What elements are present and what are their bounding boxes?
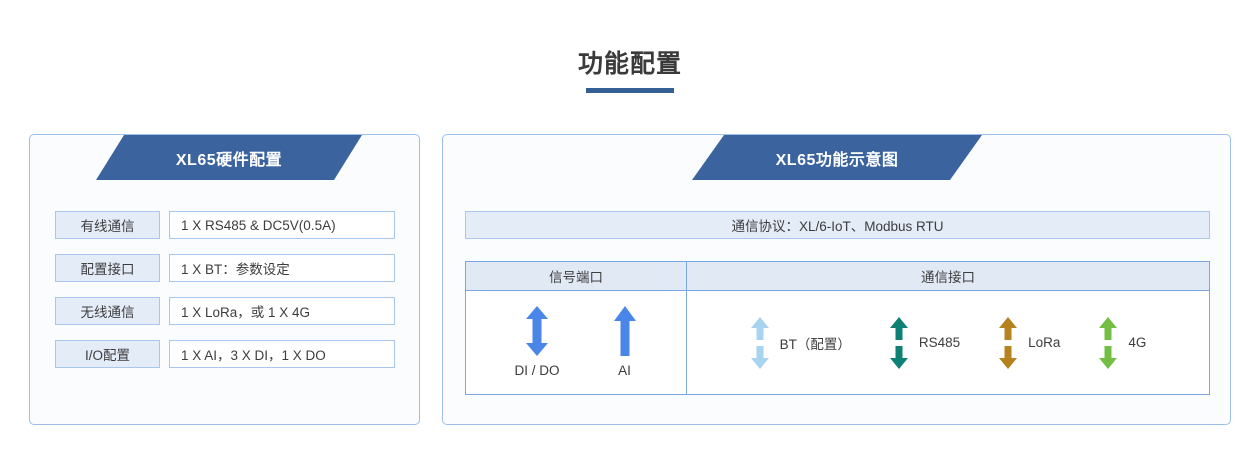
page-title: 功能配置 bbox=[577, 50, 682, 78]
comm-item-label: BT（配置） bbox=[779, 336, 851, 352]
hardware-config-panel: XL65硬件配置 有线通信 1 X RS485 & DC5V(0.5A) 配置接… bbox=[29, 134, 420, 425]
function-diagram-banner: XL65功能示意图 bbox=[692, 135, 982, 180]
hardware-spec-list: 有线通信 1 X RS485 & DC5V(0.5A) 配置接口 1 X BT：… bbox=[55, 211, 395, 368]
signal-item-label: DI / DO bbox=[514, 362, 560, 378]
hardware-config-banner-title: XL65硬件配置 bbox=[175, 151, 283, 169]
split-double-arrow-icon bbox=[998, 316, 1018, 369]
up-arrow-icon bbox=[612, 305, 638, 356]
function-diagram-panel: XL65功能示意图 通信协议：XL/6-IoT、Modbus RTU 信号端口 … bbox=[442, 134, 1231, 425]
comm-item-lora: LoRa bbox=[998, 316, 1061, 369]
diagram-table-header: 信号端口 通信接口 bbox=[466, 262, 1209, 291]
spec-value: 1 X BT：参数设定 bbox=[169, 254, 395, 282]
comm-port-cell: BT（配置） RS485 bbox=[687, 291, 1209, 394]
spec-label: 无线通信 bbox=[55, 297, 160, 325]
split-double-arrow-icon bbox=[750, 316, 770, 369]
comm-item-bt: BT（配置） bbox=[750, 316, 851, 369]
signal-item-di-do: DI / DO bbox=[514, 305, 560, 378]
comm-item-label: LoRa bbox=[1028, 335, 1061, 350]
comm-port-items: BT（配置） RS485 bbox=[750, 316, 1147, 369]
page-title-block: 功能配置 bbox=[0, 48, 1260, 93]
table-row: 有线通信 1 X RS485 & DC5V(0.5A) bbox=[55, 211, 395, 239]
column-header-comm-port: 通信接口 bbox=[921, 270, 975, 285]
signal-item-label: AI bbox=[618, 362, 631, 378]
table-row: 配置接口 1 X BT：参数设定 bbox=[55, 254, 395, 282]
spec-label: I/O配置 bbox=[55, 340, 160, 368]
spec-value: 1 X LoRa，或 1 X 4G bbox=[169, 297, 395, 325]
spec-value: 1 X RS485 & DC5V(0.5A) bbox=[169, 211, 395, 239]
diagram-table: 信号端口 通信接口 DI / DO bbox=[465, 261, 1210, 395]
spec-label: 配置接口 bbox=[55, 254, 160, 282]
hardware-config-banner: XL65硬件配置 bbox=[96, 135, 362, 180]
signal-item-ai: AI bbox=[612, 305, 638, 378]
table-row: 无线通信 1 X LoRa，或 1 X 4G bbox=[55, 297, 395, 325]
split-double-arrow-icon bbox=[889, 316, 909, 369]
comm-item-rs485: RS485 bbox=[889, 316, 961, 369]
spec-label: 有线通信 bbox=[55, 211, 160, 239]
protocol-bar: 通信协议：XL/6-IoT、Modbus RTU bbox=[465, 211, 1210, 239]
comm-item-label: 4G bbox=[1128, 335, 1147, 350]
spec-value: 1 X AI，3 X DI，1 X DO bbox=[169, 340, 395, 368]
diagram-table-body: DI / DO AI bbox=[466, 291, 1209, 394]
column-header-signal-port: 信号端口 bbox=[466, 262, 687, 290]
title-underline bbox=[586, 88, 674, 93]
signal-port-cell: DI / DO AI bbox=[466, 291, 687, 394]
table-row: I/O配置 1 X AI，3 X DI，1 X DO bbox=[55, 340, 395, 368]
split-double-arrow-icon bbox=[1098, 316, 1118, 369]
function-diagram-banner-title: XL65功能示意图 bbox=[775, 151, 899, 169]
signal-port-items: DI / DO AI bbox=[514, 305, 638, 380]
double-arrow-icon bbox=[524, 305, 550, 356]
comm-item-4g: 4G bbox=[1098, 316, 1147, 369]
comm-item-label: RS485 bbox=[918, 335, 961, 350]
